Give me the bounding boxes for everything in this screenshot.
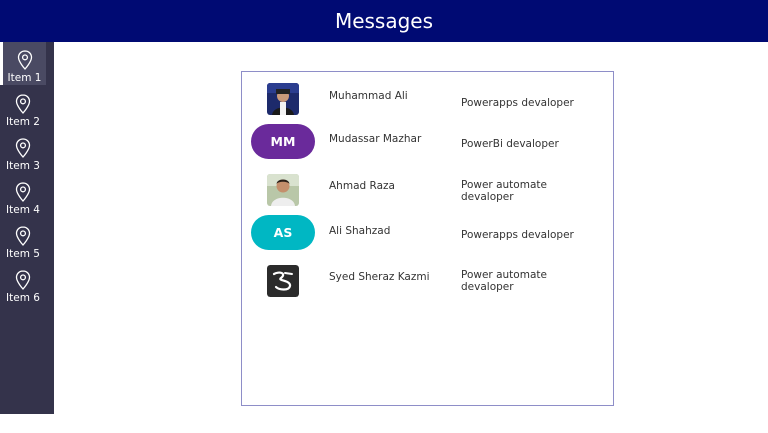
- map-pin-icon: [15, 270, 31, 290]
- sidebar-item-4[interactable]: Item 4: [0, 174, 46, 217]
- contact-row[interactable]: Syed Sheraz Kazmi Power automate devalop…: [242, 258, 613, 303]
- sidebar-item-label: Item 6: [6, 292, 40, 304]
- sidebar-item-label: Item 1: [7, 72, 42, 84]
- avatar-logo: [267, 265, 299, 297]
- sidebar-item-6[interactable]: Item 6: [0, 262, 46, 305]
- sidebar-item-3[interactable]: Item 3: [0, 130, 46, 173]
- contact-name: Syed Sheraz Kazmi: [329, 271, 430, 283]
- header-bar: Messages: [0, 0, 768, 42]
- sidebar-item-label: Item 4: [6, 204, 40, 216]
- contact-name: Muhammad Ali: [329, 90, 408, 102]
- contact-role: PowerBi devaloper: [461, 138, 559, 150]
- avatar: [267, 83, 299, 115]
- map-pin-icon: [15, 226, 31, 246]
- contact-name: Mudassar Mazhar: [329, 133, 422, 145]
- contact-role: Power automate devaloper: [461, 269, 547, 293]
- contact-name: Ahmad Raza: [329, 180, 395, 192]
- contact-role: Powerapps devaloper: [461, 97, 574, 109]
- avatar-initials: AS: [273, 225, 293, 240]
- avatar-initials: MM: [270, 134, 296, 149]
- sidebar-item-2[interactable]: Item 2: [0, 86, 46, 129]
- sidebar-item-label: Item 5: [6, 248, 40, 260]
- sidebar-item-label: Item 2: [6, 116, 40, 128]
- avatar: AS: [251, 215, 315, 250]
- map-pin-icon: [15, 182, 31, 202]
- avatar-photo: [267, 174, 299, 206]
- contact-row[interactable]: Muhammad Ali Powerapps devaloper: [242, 76, 613, 121]
- avatar: MM: [251, 124, 315, 159]
- map-pin-icon: [17, 50, 32, 70]
- sidebar-item-1[interactable]: Item 1: [0, 42, 46, 85]
- contact-row[interactable]: Ahmad Raza Power automate devaloper: [242, 167, 613, 212]
- contacts-panel: Muhammad Ali Powerapps devaloper MM Muda…: [241, 71, 614, 406]
- contact-row[interactable]: AS Ali Shahzad Powerapps devaloper: [242, 212, 613, 257]
- avatar-photo: [267, 83, 299, 115]
- avatar: [267, 265, 299, 297]
- sidebar-item-5[interactable]: Item 5: [0, 218, 46, 261]
- sidebar: Item 1 Item 2 Item 3 Item 4: [0, 42, 54, 414]
- avatar: [267, 174, 299, 206]
- map-pin-icon: [15, 94, 31, 114]
- map-pin-icon: [15, 138, 31, 158]
- contact-name: Ali Shahzad: [329, 225, 391, 237]
- contact-row[interactable]: MM Mudassar Mazhar PowerBi devaloper: [242, 121, 613, 166]
- contact-role: Powerapps devaloper: [461, 229, 574, 241]
- sidebar-item-label: Item 3: [6, 160, 40, 172]
- contact-role: Power automate devaloper: [461, 179, 547, 203]
- page-title: Messages: [334, 9, 434, 33]
